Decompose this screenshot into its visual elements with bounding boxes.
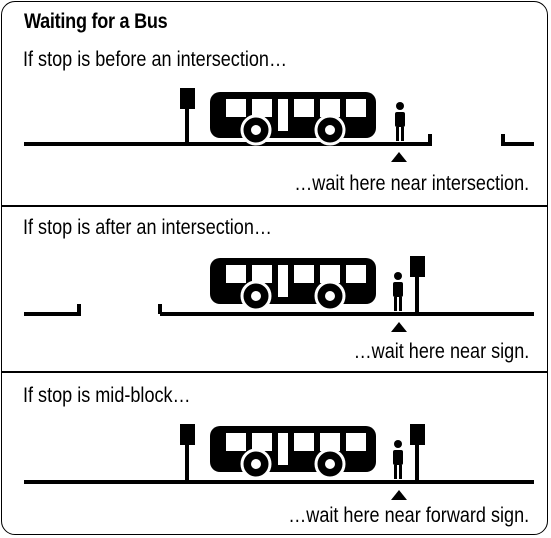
bus-icon — [210, 92, 376, 144]
bus-stop-sign-icon — [180, 88, 195, 144]
curb-corner — [426, 134, 430, 144]
bus-stop-sign-icon — [180, 424, 195, 482]
curb-corner — [503, 134, 534, 144]
arrow-up-icon — [391, 490, 407, 500]
bus-icon — [210, 426, 376, 478]
arrow-up-icon — [391, 152, 407, 162]
bus-stop-sign-icon — [410, 256, 425, 314]
person-icon — [393, 440, 403, 479]
bus-stop-sign-icon — [410, 424, 425, 482]
bus-icon — [210, 258, 376, 310]
curb-corner — [24, 304, 79, 314]
arrow-up-icon — [391, 322, 407, 332]
panel-3-caption: …wait here near forward sign. — [288, 504, 529, 528]
person-icon — [393, 272, 403, 311]
person-icon — [395, 102, 405, 141]
